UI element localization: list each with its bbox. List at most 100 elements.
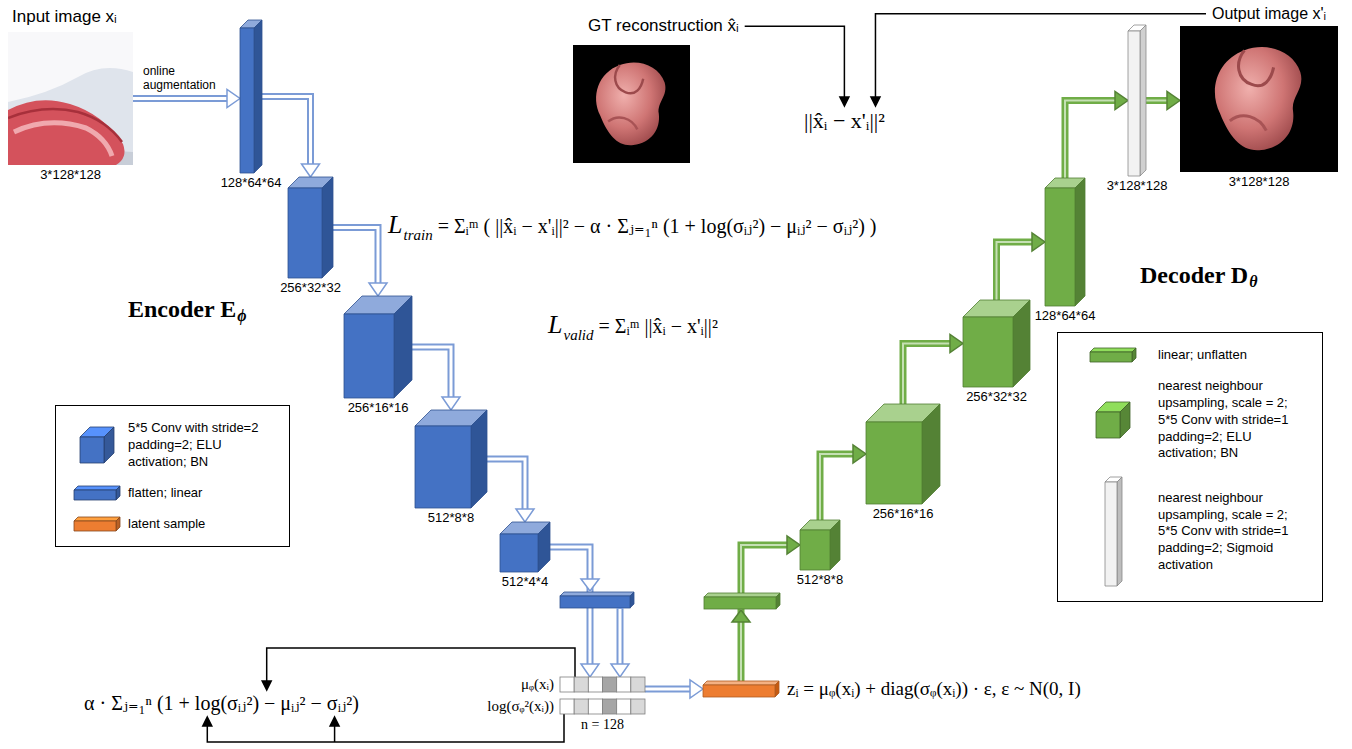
legend-entry: linear; unflatten — [1068, 347, 1312, 364]
connector-line-core — [997, 242, 1034, 300]
output-layer-block-shape — [1128, 25, 1146, 176]
cube-front — [800, 530, 830, 570]
sampling-formula: zᵢ = μᵩ(xᵢ) + diag(σᵩ(xᵢ)) · ε, ε ~ N(0,… — [787, 678, 1081, 700]
tensor-shape: 3*128*128 — [1107, 179, 1168, 194]
tensor-shape: 512*8*8 — [797, 573, 843, 588]
tensor-shape: 128*64*64 — [221, 176, 282, 191]
connector-line-core — [133, 97, 228, 100]
connector-line-core — [741, 545, 788, 681]
legend-sample-holder — [1068, 476, 1158, 587]
photo-part — [14, 123, 112, 156]
kl-term: α · Σⱼ₌₁ⁿ (1 + log(σᵢⱼ²) − μᵢⱼ² − σᵢⱼ²) — [80, 690, 363, 717]
vector-cell — [617, 677, 631, 692]
legend-entry: latent sample — [66, 516, 279, 533]
cube-front — [1105, 482, 1117, 586]
organ-shape — [596, 62, 665, 145]
tensor-shape: 256*32*32 — [280, 281, 341, 296]
output-image-shape — [1180, 26, 1338, 172]
legend-text: nearest neighbour upsampling, scale = 2;… — [1158, 378, 1308, 462]
image-title: Output image x'ᵢ — [1212, 5, 1326, 23]
loss-formula: = Σᵢᵐ ( ||x̂ᵢ − x'ᵢ||² − α · Σⱼ₌₁ⁿ (1 + … — [438, 215, 877, 238]
connector-arrow — [1065, 92, 1128, 179]
latent-sample: zᵢ = μᵩ(xᵢ) + diag(σᵩ(xᵢ)) · ε, ε ~ N(0,… — [703, 681, 779, 697]
arrow-head — [581, 579, 599, 591]
encoder-block-shape — [500, 522, 550, 572]
connector-line — [334, 725, 336, 742]
tensor-shape: 512*8*8 — [428, 511, 474, 526]
cube-top — [1090, 348, 1136, 352]
arrow-head — [732, 610, 750, 622]
arrow-head — [1032, 233, 1045, 251]
cube-front — [74, 521, 116, 531]
photo-part — [8, 32, 133, 102]
legend-sample-holder — [66, 426, 128, 464]
cube-side — [1117, 477, 1122, 586]
arrow-head — [203, 717, 212, 726]
arrow-head — [581, 664, 599, 677]
tensor-shape: 128*64*64 — [1035, 309, 1096, 324]
tensor-shape: 3*128*128 — [1229, 175, 1290, 190]
encoder-block-shape — [240, 20, 262, 173]
connector-arrow — [645, 680, 703, 698]
connector-line — [903, 344, 951, 405]
tensor-shape: 256*16*16 — [873, 507, 934, 522]
unflatten-bar — [704, 597, 776, 609]
cube-front — [240, 28, 254, 173]
organ-shape — [1215, 47, 1301, 150]
vector-cell — [574, 677, 588, 692]
vector-cell — [588, 699, 602, 714]
connector-arrow — [333, 228, 387, 297]
encoder-block: 512*8*8 — [415, 410, 487, 508]
vector-cell — [560, 699, 574, 714]
arrow-head — [262, 681, 271, 690]
cube-front — [80, 437, 104, 463]
loss-symbol: L — [388, 210, 402, 240]
cube-side — [116, 517, 120, 531]
vector-cell — [617, 699, 631, 714]
loss-formula: ||x̂ᵢ − x'ᵢ||² — [804, 108, 885, 133]
connector-line — [820, 454, 854, 520]
cube-side — [538, 522, 550, 572]
cube-front — [1128, 31, 1140, 176]
connector-arrow — [745, 26, 849, 106]
section-title: Encoder E — [128, 296, 236, 324]
organ-crease — [615, 65, 643, 93]
connector-line — [745, 26, 845, 98]
decoder-block: 256*32*32 — [963, 300, 1030, 387]
encoder-block: 256*32*32 — [288, 177, 333, 278]
arrow-head — [611, 664, 629, 677]
cube-side — [775, 681, 779, 697]
arrow-head — [227, 90, 240, 108]
decoder-block-shape — [800, 520, 840, 570]
arrow-head — [950, 335, 963, 353]
legend-entry: flatten; linear — [66, 485, 279, 502]
connector-line — [875, 14, 1206, 98]
encoder-block: 512*4*4 — [500, 522, 550, 572]
kl-formula: α · Σⱼ₌₁ⁿ (1 + log(σᵢⱼ²) − μᵢⱼ² − σᵢⱼ²) — [84, 692, 359, 715]
legend-entry: nearest neighbour upsampling, scale = 2;… — [1068, 476, 1312, 587]
cube-front — [344, 314, 394, 398]
ground-truth-image: GT reconstruction x̂ᵢ — [573, 45, 690, 163]
cube-front — [288, 188, 322, 278]
connector-line — [133, 95, 228, 102]
latent-parameter-vectors: μᵩ(xᵢ)log(σᵩ²(xᵢ))n = 128 — [560, 677, 645, 714]
vector-cell — [603, 677, 617, 692]
cube-side — [830, 520, 840, 570]
cube-top — [74, 517, 120, 521]
arrow-head — [1167, 92, 1180, 110]
arrow-head — [330, 717, 339, 726]
cube-front — [963, 317, 1013, 387]
legend-swatch — [73, 516, 121, 532]
connector-line-core — [820, 454, 854, 520]
legend-entry: nearest neighbour upsampling, scale = 2;… — [1068, 378, 1312, 462]
loss-symbol: L — [548, 310, 562, 340]
legend-swatch — [1095, 401, 1131, 439]
connector-line — [333, 228, 378, 285]
cube-front — [1090, 352, 1132, 362]
arrow-head — [369, 283, 387, 296]
cube-front — [500, 534, 538, 572]
legend-text: flatten; linear — [128, 485, 268, 502]
cube-side — [104, 427, 114, 463]
